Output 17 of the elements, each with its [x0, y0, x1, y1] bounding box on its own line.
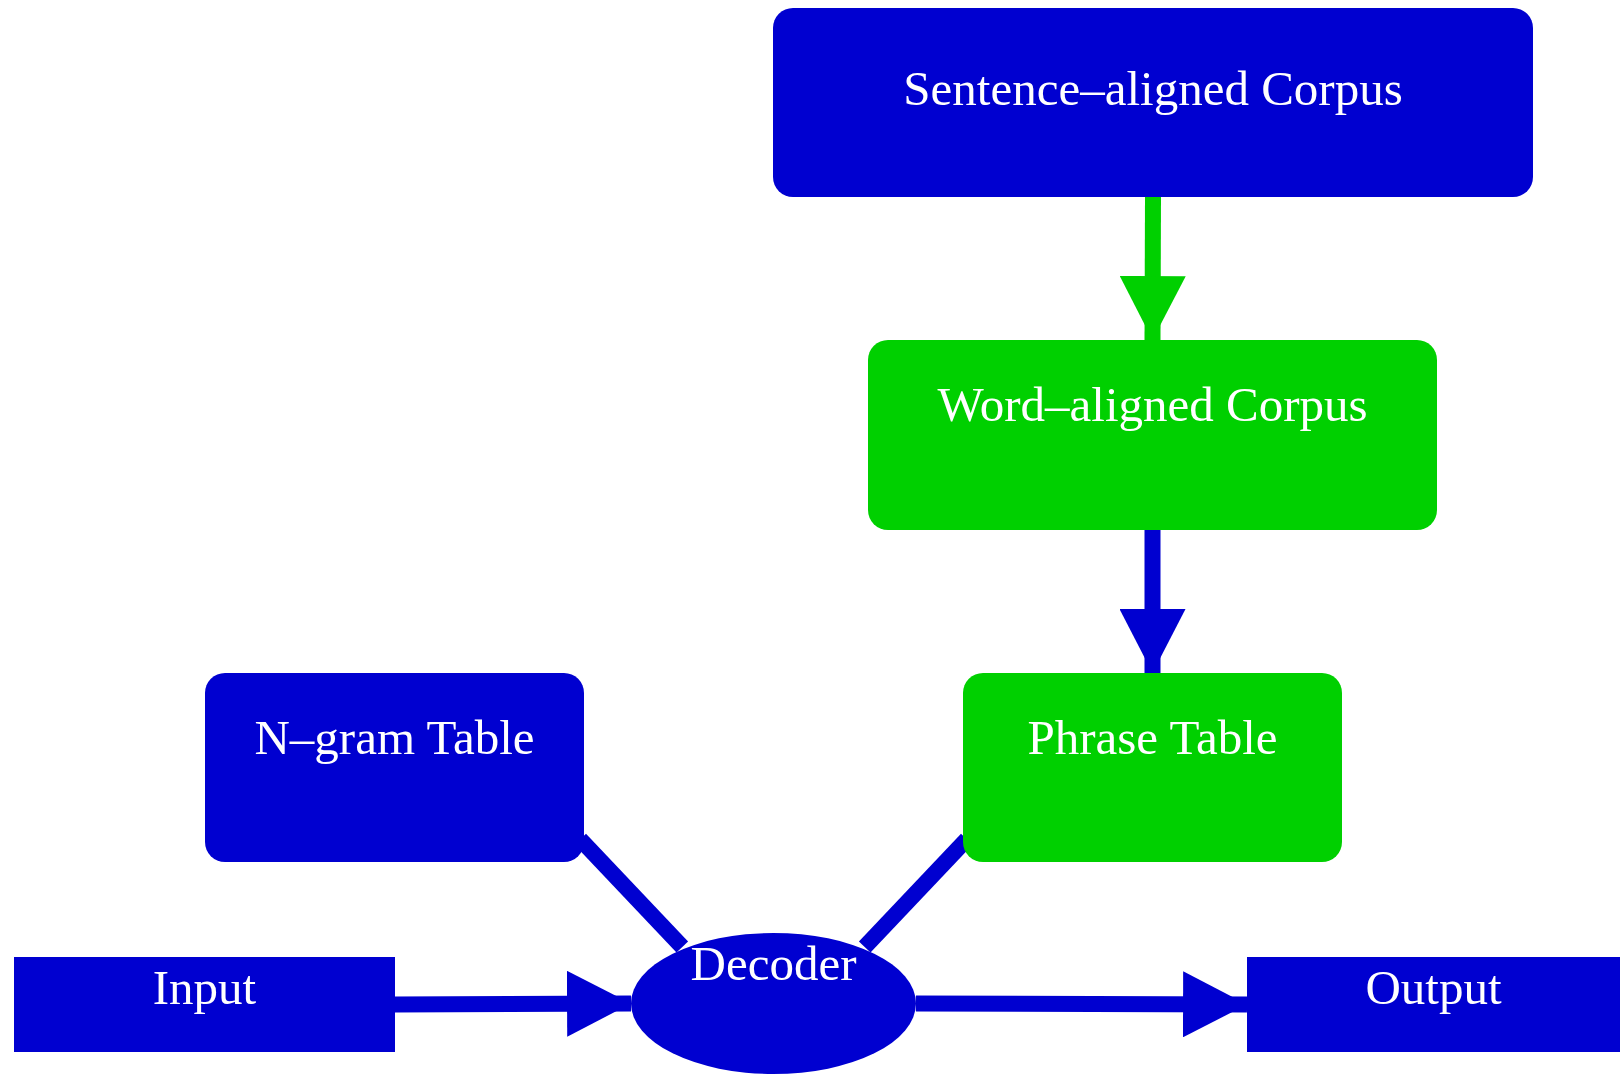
- node-label: Output: [1365, 959, 1502, 1016]
- arrow: [1119, 530, 1186, 673]
- arrow: [394, 970, 632, 1037]
- node-label: Phrase Table: [1027, 709, 1278, 766]
- node-label: Input: [152, 959, 257, 1016]
- arrow: [1119, 196, 1186, 341]
- process-box: [205, 673, 584, 862]
- process-box: [773, 8, 1533, 197]
- node-label: Sentence–aligned Corpus: [903, 60, 1403, 117]
- node-label: Decoder: [690, 935, 857, 992]
- process-box: [1247, 957, 1620, 1052]
- process-box: [14, 957, 395, 1052]
- process-box: [963, 673, 1342, 862]
- node-label: N–gram Table: [254, 709, 535, 766]
- arrow: [915, 971, 1248, 1038]
- process-box: [868, 340, 1437, 530]
- node-label: Word–aligned Corpus: [937, 376, 1368, 433]
